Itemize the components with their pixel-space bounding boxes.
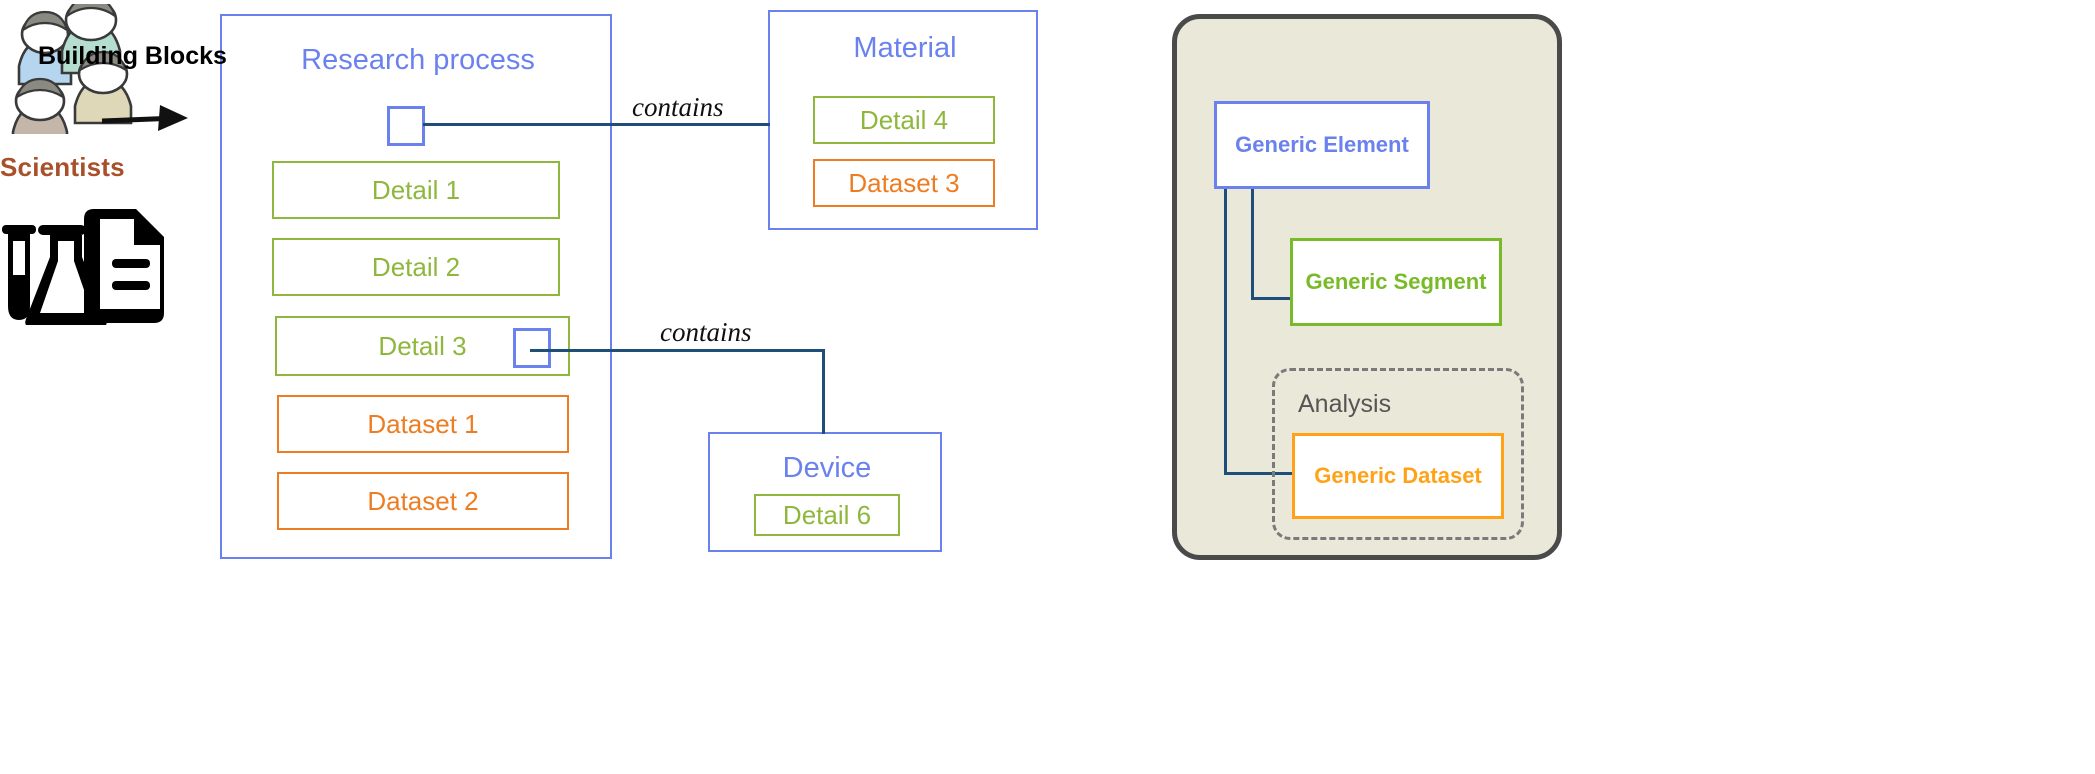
legend-line-dataset-vertical — [1224, 189, 1227, 475]
legend-line-dataset-horizontal — [1224, 472, 1294, 475]
relation-line-contains-device-vertical — [822, 349, 825, 434]
legend-generic-segment[interactable]: Generic Segment — [1290, 238, 1502, 326]
connector-square-detail-3[interactable] — [513, 328, 551, 368]
legend-analysis-group — [1272, 368, 1524, 540]
building-blocks-title: Building Blocks — [38, 42, 227, 70]
relation-label-contains-material: contains — [632, 92, 724, 122]
legend-line-segment-horizontal — [1251, 297, 1293, 300]
entity-device[interactable]: Device Detail 6 — [708, 432, 942, 552]
right-arrow-icon — [100, 100, 200, 140]
detail-box-2[interactable]: Detail 2 — [272, 238, 560, 296]
device-title: Device — [782, 452, 872, 484]
connector-square-research-process[interactable] — [387, 106, 425, 146]
dataset-box-2[interactable]: Dataset 2 — [277, 472, 569, 530]
legend-generic-dataset[interactable]: Generic Dataset — [1292, 433, 1504, 519]
people-group-icon — [5, 0, 170, 138]
material-title: Material — [853, 32, 957, 64]
research-process-title: Research process — [301, 44, 535, 76]
dataset-box-3[interactable]: Dataset 3 — [813, 159, 995, 207]
detail-box-4[interactable]: Detail 4 — [813, 96, 995, 144]
scientists-label: Scientists — [0, 152, 125, 182]
detail-box-1[interactable]: Detail 1 — [272, 161, 560, 219]
scientists-group: Scientists — [0, 0, 215, 330]
legend-analysis-label: Analysis — [1298, 390, 1392, 418]
legend-generic-element[interactable]: Generic Element — [1214, 101, 1430, 189]
relation-label-contains-device: contains — [660, 317, 752, 347]
relation-line-contains-device-horizontal — [530, 349, 825, 352]
lab-equipment-document-icon — [0, 195, 190, 327]
dataset-box-1[interactable]: Dataset 1 — [277, 395, 569, 453]
entity-research-process[interactable]: Research process Detail 1 Detail 2 Detai… — [220, 14, 612, 559]
detail-box-6[interactable]: Detail 6 — [754, 494, 900, 536]
entity-material[interactable]: Material Detail 4 Dataset 3 — [768, 10, 1038, 230]
legend-line-segment-vertical — [1251, 189, 1254, 300]
relation-line-contains-material — [423, 123, 770, 126]
